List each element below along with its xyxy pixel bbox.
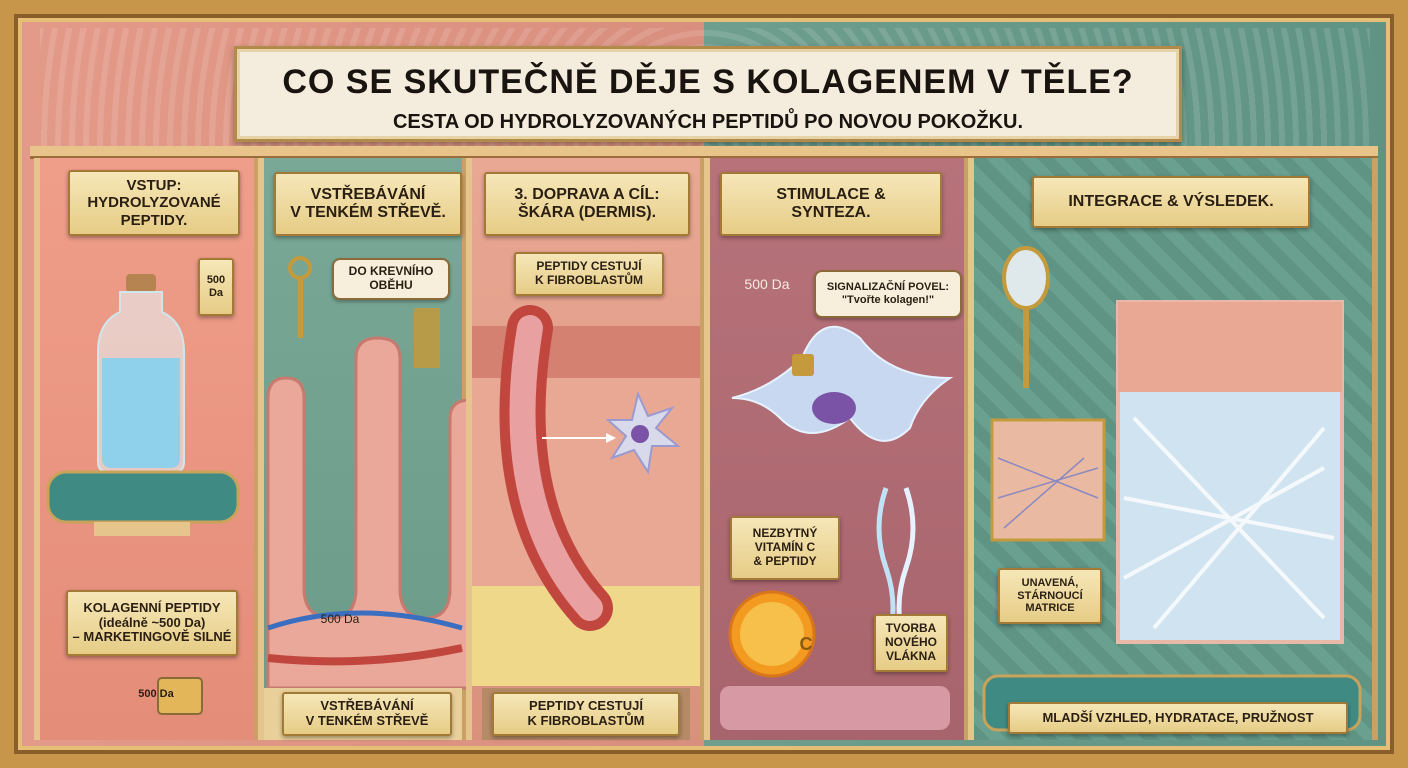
cork-icon [126, 274, 156, 292]
panel-input: VSTUP: HYDROLYZOVANÉ PEPTIDY. 500 Da KOL… [34, 158, 260, 740]
skin-block-illustration [982, 246, 1362, 732]
result-label: MLADŠÍ VZHLED, HYDRATACE, PRUŽNOST [1008, 702, 1348, 734]
new-fiber-label: TVORBA NOVÉHO VLÁKNA [874, 614, 948, 672]
panel-integration: INTEGRACE & VÝSLEDEK. UNAVENÁ, STÁRNOUCÍ… [968, 158, 1378, 740]
panel-stimulation-heading: STIMULACE & SYNTEZA. [720, 172, 942, 236]
intestine-illustration [264, 256, 472, 740]
vein-line [267, 610, 463, 631]
peptide-powder [102, 358, 180, 468]
artery-line [267, 644, 463, 666]
lock-icon [792, 354, 814, 376]
shelf-bracket [94, 522, 190, 536]
key-icon [288, 256, 312, 280]
panel-absorption-heading: VSTŘEBÁVÁNÍ V TENKÉM STŘEVĚ. [274, 172, 462, 236]
dermis-illustration [472, 305, 700, 740]
panel-input-caption: KOLAGENNÍ PEPTIDY (ideálně ~500 Da) – MA… [66, 590, 238, 656]
panel-integration-heading: INTEGRACE & VÝSLEDEK. [1032, 176, 1310, 228]
dalton-tag-value: 500 [206, 274, 226, 287]
synthesis-illustration [720, 325, 954, 730]
vitamin-c-label: NEZBYTNÝ VITAMÍN C & PEPTIDY [730, 516, 840, 580]
panel-transport-heading: 3. DOPRAVA A CÍL: ŠKÁRA (DERMIS). [484, 172, 690, 236]
panel-absorption-caption: VSTŘEBÁVÁNÍ V TENKÉM STŘEVĚ [282, 692, 452, 736]
panel-transport: 3. DOPRAVA A CÍL: ŠKÁRA (DERMIS). PEPTID… [466, 158, 706, 740]
fibroblast-travel-label: PEPTIDY CESTUJÍ K FIBROBLASTŮM [514, 252, 664, 296]
old-matrix-sample [990, 418, 1106, 542]
bloodstream-tag: DO KREVNÍHO OBĚHU [332, 258, 450, 300]
panel-stimulation: STIMULACE & SYNTEZA. 500 Da SIGNALIZAČNÍ… [704, 158, 970, 740]
page-title: CO SE SKUTEČNĚ DĚJE S KOLAGENEM V TĚLE? [282, 63, 1134, 101]
dalton-tag: 500 Da [198, 258, 234, 316]
title-plaque: CO SE SKUTEČNĚ DĚJE S KOLAGENEM V TĚLE? … [234, 46, 1182, 142]
activated-fibroblast [731, 325, 954, 442]
collagen-fibers [1123, 416, 1335, 630]
scale-icon [157, 677, 203, 715]
fibroblast-nucleus [812, 392, 856, 424]
microscope-icon [414, 308, 440, 368]
stimulation-dalton-label: 500 Da [744, 276, 790, 292]
hand-mirror-icon [1002, 246, 1050, 310]
velvet-cushion [720, 686, 950, 730]
villi-wall [266, 336, 472, 690]
page-subtitle: CESTA OD HYDROLYZOVANÝCH PEPTIDŮ PO NOVO… [392, 111, 1024, 133]
top-shelf [30, 146, 1378, 159]
bottle-illustration [46, 274, 240, 715]
panel-input-heading: VSTUP: HYDROLYZOVANÉ PEPTIDY. [68, 170, 240, 236]
scale-label: 500 Da [138, 688, 174, 700]
teal-cushion [46, 470, 240, 524]
dalton-tag-unit: Da [208, 287, 224, 299]
vitamin-c-letter: C [799, 634, 813, 654]
panel-absorption: VSTŘEBÁVÁNÍ V TENKÉM STŘEVĚ. DO KREVNÍHO… [258, 158, 472, 740]
aging-matrix-label: UNAVENÁ, STÁRNOUCÍ MATRICE [998, 568, 1102, 624]
panel-transport-caption: PEPTIDY CESTUJÍ K FIBROBLASTŮM [492, 692, 680, 736]
signal-bubble: SIGNALIZAČNÍ POVEL: "Tvořte kolagen!" [814, 270, 962, 318]
cell-nucleus [631, 425, 649, 443]
villi-dalton-label: 500 Da [320, 612, 360, 626]
skin-block-top [1118, 302, 1342, 392]
